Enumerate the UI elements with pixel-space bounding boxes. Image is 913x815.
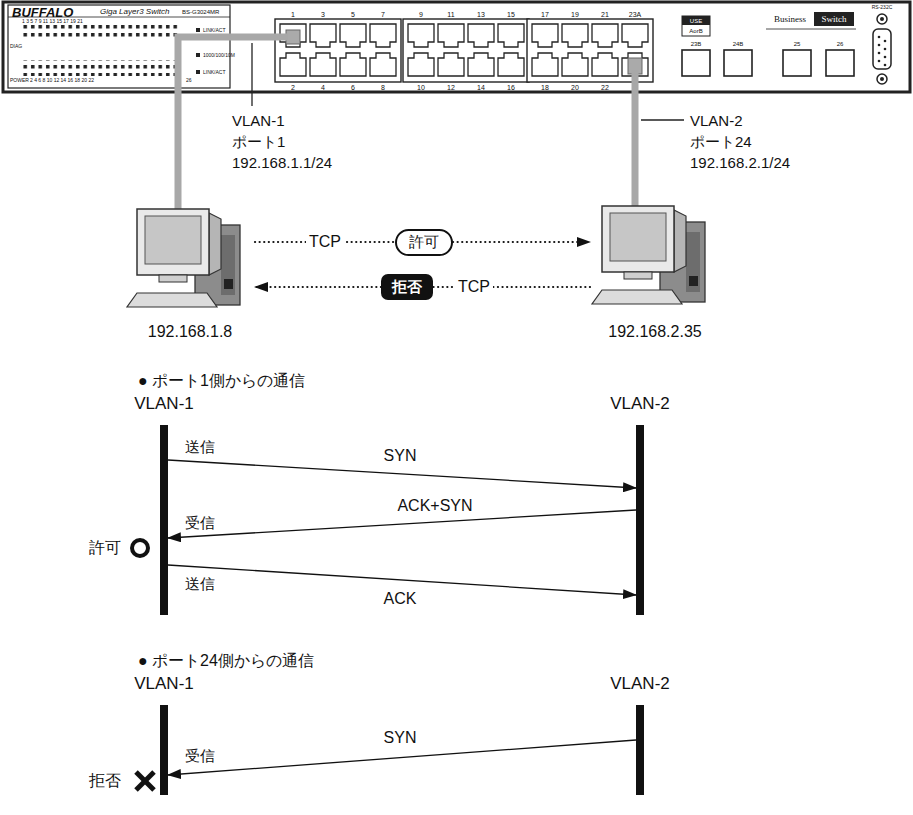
- lifeline-bar: VLAN-2: [636, 425, 644, 615]
- permit-symbol: [132, 540, 148, 556]
- annotation-label: 192.168.1.1/24: [232, 155, 332, 170]
- panel-label: 23B: [691, 41, 702, 47]
- lifeline-bar: VLAN-2: [636, 705, 644, 795]
- pc-illustration: [590, 192, 720, 310]
- panel-label: 20: [571, 84, 579, 91]
- edge-label: ACK+SYN: [394, 497, 475, 515]
- deny-badge: 拒否: [381, 274, 433, 300]
- annotation-label: 受信: [185, 748, 215, 763]
- panel-label: LINK/ACT: [203, 70, 226, 75]
- edge-label: TCP: [455, 278, 493, 296]
- panel-label: 16: [507, 84, 515, 91]
- panel-label: 2 4 6 8 10 12 14 16 18 20 22: [30, 78, 94, 83]
- led-row: [22, 60, 180, 76]
- client-pc: 192.168.1.8: [125, 195, 255, 345]
- sfp-slots: [682, 50, 854, 76]
- panel-label: 14: [477, 84, 485, 91]
- panel-label: 11: [447, 11, 454, 18]
- annotation-label: VLAN-1: [232, 113, 285, 128]
- deny-symbol: [136, 772, 154, 790]
- panel-label: 24B: [733, 41, 744, 47]
- panel-label: 12: [447, 84, 455, 91]
- panel-label: 7: [381, 11, 385, 18]
- panel-label: 17: [541, 11, 549, 18]
- panel-label: Giga Layer3 Switch: [100, 8, 169, 16]
- annotation-label: 許可: [89, 540, 121, 556]
- panel-label: 3: [321, 11, 325, 18]
- node-text: 192.168.1.8: [125, 323, 255, 341]
- panel-label: 10: [417, 84, 425, 91]
- rs232c-connector: [873, 14, 891, 84]
- panel-label: 5: [351, 11, 355, 18]
- node-text: 拒否: [392, 279, 422, 296]
- node-text: 192.168.2.35: [590, 323, 720, 341]
- node-text: VLAN-2: [610, 395, 670, 414]
- panel-label: Switch: [821, 15, 846, 24]
- panel-label: 25: [794, 41, 801, 47]
- panel-label: 19: [571, 11, 579, 18]
- pc-illustration: [125, 195, 255, 313]
- annotation-label: VLAN-2: [690, 113, 743, 128]
- node-text: VLAN-2: [610, 675, 670, 694]
- panel-label: 22: [601, 84, 609, 91]
- panel-label: RS-232C: [872, 5, 893, 10]
- panel-label: 2: [291, 84, 295, 91]
- rj45-ports: [275, 19, 653, 82]
- edge-label: SYN: [381, 729, 420, 747]
- node-text: 許可: [409, 234, 439, 251]
- panel-label: BS-G3024MR: [182, 9, 219, 15]
- panel-label: 23A: [629, 11, 641, 18]
- node-text: VLAN-1: [134, 675, 194, 694]
- panel-label: 15: [507, 11, 515, 18]
- panel-label: 1: [291, 11, 295, 18]
- panel-label: 4: [321, 84, 325, 91]
- panel-label: LINK/ACT: [203, 28, 226, 33]
- annotation-label: 受信: [185, 515, 215, 530]
- leader-line: [251, 43, 252, 106]
- panel-label: 13: [477, 11, 485, 18]
- panel-label: 26: [186, 78, 192, 83]
- server-pc: 192.168.2.35: [590, 192, 720, 345]
- panel-label: DIAG: [10, 44, 22, 49]
- tcp-arrow: [453, 241, 590, 243]
- panel-label: USE: [690, 18, 702, 24]
- tcp-arrow: [255, 286, 381, 288]
- edge-label: ACK: [381, 590, 420, 608]
- panel-label: Business: [774, 15, 806, 24]
- lan-cable: [178, 30, 642, 212]
- led-row: [22, 25, 180, 41]
- panel-label: AorB: [689, 28, 702, 34]
- edge-label: SYN: [381, 447, 420, 465]
- annotation-label: ● ポート24側からの通信: [138, 653, 314, 669]
- edge-label: TCP: [306, 233, 344, 251]
- lifeline-bar: VLAN-1: [160, 425, 168, 615]
- panel-label: POWER: [10, 78, 29, 83]
- permit-oval: 許可: [395, 229, 453, 256]
- led-panel: [8, 5, 230, 88]
- panel-label: 6: [351, 84, 355, 91]
- annotation-label: 192.168.2.1/24: [690, 155, 790, 170]
- panel-label: 26: [837, 41, 844, 47]
- annotation-label: 送信: [185, 576, 215, 591]
- panel-label: 1000/100/10M: [203, 53, 235, 58]
- annotation-label: 送信: [185, 439, 215, 454]
- switch-housing: [3, 2, 910, 92]
- annotation-label: 拒否: [89, 773, 121, 789]
- node-text: VLAN-1: [134, 395, 194, 414]
- annotation-label: ポート24: [690, 134, 752, 149]
- panel-label: 8: [381, 84, 385, 91]
- leader-line: [641, 119, 684, 120]
- lifeline-bar: VLAN-1: [160, 705, 168, 795]
- panel-label: 18: [541, 84, 549, 91]
- panel-label: BUFFALO: [12, 6, 73, 19]
- annotation-label: ポート1: [232, 134, 285, 149]
- annotation-label: ● ポート1側からの通信: [138, 373, 305, 389]
- panel-label: 9: [419, 11, 423, 18]
- panel-label: 21: [601, 11, 609, 18]
- panel-label: 1 3 5 7 9 11 13 15 17 19 21: [22, 19, 83, 24]
